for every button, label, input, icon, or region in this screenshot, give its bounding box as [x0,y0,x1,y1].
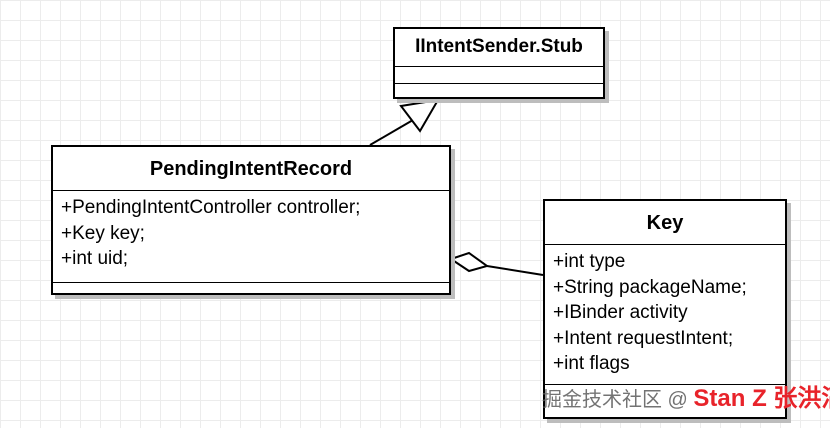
attributes-section: +PendingIntentController controller; +Ke… [53,191,449,283]
attribute: +Intent requestIntent; [553,327,734,349]
attribute: +int uid; [61,248,129,269]
class-iintentsender-stub[interactable]: IIntentSender.Stub [393,27,605,99]
attribute: +int flags [553,353,630,374]
watermark: 掘金技术社区 @ Stan Z 张洪滔 [542,383,830,415]
aggregation-line [486,265,544,276]
attribute: +int type [553,251,626,272]
attributes-section [395,67,603,84]
attribute: +IBinder activity [553,302,688,323]
generalization-arrowhead [399,98,440,133]
watermark-author: Stan Z 张洪滔 [693,385,830,412]
aggregation-diamond [448,251,490,273]
watermark-source: 掘金技术社区 @ [542,389,694,411]
attributes-section: +int type +String packageName; +IBinder … [545,245,785,385]
class-pendingintentrecord[interactable]: PendingIntentRecord +PendingIntentContro… [51,145,451,295]
attribute: +PendingIntentController controller; [61,197,361,218]
class-name: IIntentSender.Stub [395,29,603,67]
class-name: Key [545,201,785,245]
class-name: PendingIntentRecord [53,147,449,191]
class-key[interactable]: Key +int type +String packageName; +IBin… [543,199,787,419]
generalization-line [369,119,414,146]
attribute: +String packageName; [553,276,747,298]
attribute: +Key key; [61,222,145,244]
